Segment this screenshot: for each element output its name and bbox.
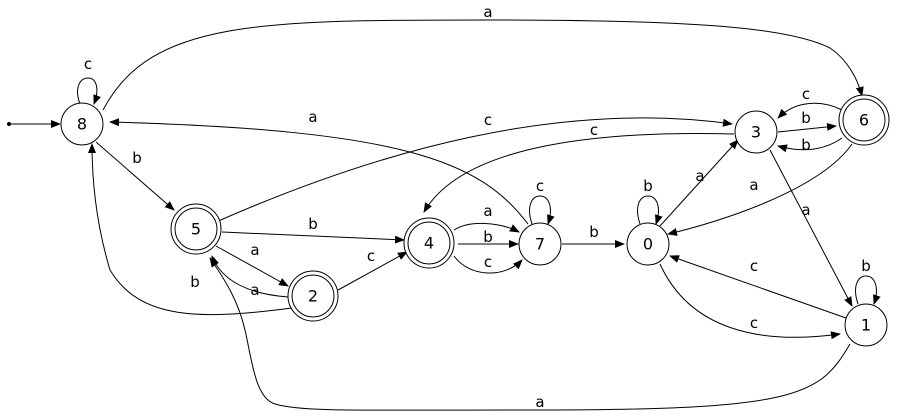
label-0-3: a bbox=[695, 167, 704, 185]
state-5: 5 bbox=[170, 203, 222, 255]
edge-4-7 bbox=[453, 222, 520, 233]
edge-3-6 bbox=[777, 122, 837, 133]
edge-8-5 bbox=[95, 141, 175, 211]
label-1-1: b bbox=[861, 257, 871, 275]
state-0-label: 0 bbox=[643, 235, 653, 254]
edge-5-4 bbox=[221, 231, 405, 244]
label-2-5: a bbox=[250, 281, 259, 299]
label-8-8: c bbox=[84, 55, 92, 73]
edge-6-3 bbox=[777, 102, 843, 119]
start-dot bbox=[7, 122, 11, 126]
label-1-0: c bbox=[750, 257, 758, 275]
label-4-7-b: b bbox=[483, 228, 493, 246]
edge-0-0 bbox=[637, 195, 663, 225]
edge-7-7 bbox=[529, 195, 555, 225]
state-6: 6 bbox=[838, 94, 890, 146]
state-8: 8 bbox=[60, 102, 104, 146]
edge-8-6 bbox=[102, 19, 864, 111]
label-4-7-c: c bbox=[484, 253, 492, 271]
state-3: 3 bbox=[734, 110, 778, 154]
label-6-3: c bbox=[802, 85, 810, 103]
edge-1-0 bbox=[669, 255, 847, 319]
edge-5-3 bbox=[215, 117, 733, 223]
label-6-0: a bbox=[749, 176, 758, 194]
label-7-8: a bbox=[308, 108, 317, 126]
label-3-1: a bbox=[801, 201, 810, 219]
edge-labels: c a b a c c b a a b c a b c c b b a c b … bbox=[84, 3, 871, 411]
state-5-label: 5 bbox=[191, 220, 201, 239]
edge-5-2 bbox=[215, 245, 289, 287]
label-4-7: a bbox=[483, 202, 492, 220]
edge-0-3 bbox=[659, 139, 739, 227]
label-5-4: b bbox=[308, 215, 318, 233]
nodes: 8 5 2 4 7 0 3 bbox=[60, 94, 890, 347]
edge-6-0 bbox=[667, 143, 853, 236]
label-3-6: b bbox=[801, 109, 811, 127]
edge-4-7-c bbox=[453, 255, 523, 274]
state-7: 7 bbox=[518, 222, 562, 266]
label-1-5: a bbox=[535, 393, 544, 411]
state-1-label: 1 bbox=[861, 316, 871, 335]
edge-2-4 bbox=[337, 251, 408, 291]
state-8-label: 8 bbox=[77, 115, 87, 134]
edge-6-3-b bbox=[777, 137, 843, 153]
label-0-0: b bbox=[643, 177, 653, 195]
state-4-label: 4 bbox=[424, 234, 434, 253]
edges bbox=[77, 19, 881, 411]
edge-3-1 bbox=[769, 149, 853, 307]
state-1: 1 bbox=[844, 303, 888, 347]
edge-1-1 bbox=[855, 275, 881, 305]
state-4: 4 bbox=[403, 217, 455, 269]
state-6-label: 6 bbox=[859, 111, 869, 130]
edge-3-4 bbox=[423, 133, 735, 213]
state-2: 2 bbox=[287, 270, 339, 322]
label-5-2: a bbox=[250, 241, 259, 259]
label-8-6: a bbox=[483, 3, 492, 21]
edge-1-5 bbox=[209, 257, 851, 411]
label-2-4: c bbox=[367, 247, 375, 265]
label-2-8: b bbox=[190, 273, 200, 291]
edge-0-1 bbox=[659, 263, 841, 340]
label-3-4: c bbox=[590, 121, 598, 139]
state-2-label: 2 bbox=[308, 287, 318, 306]
state-7-label: 7 bbox=[535, 235, 545, 254]
label-6-3-b: b bbox=[801, 136, 811, 154]
state-3-label: 3 bbox=[751, 123, 761, 142]
label-7-0: b bbox=[589, 223, 599, 241]
edge-8-8 bbox=[77, 77, 101, 105]
edge-2-8 bbox=[88, 143, 293, 316]
label-7-7: c bbox=[536, 177, 544, 195]
label-0-1: c bbox=[750, 314, 758, 332]
state-0: 0 bbox=[626, 222, 670, 266]
label-8-5: b bbox=[132, 149, 142, 167]
label-5-3: c bbox=[484, 111, 492, 129]
